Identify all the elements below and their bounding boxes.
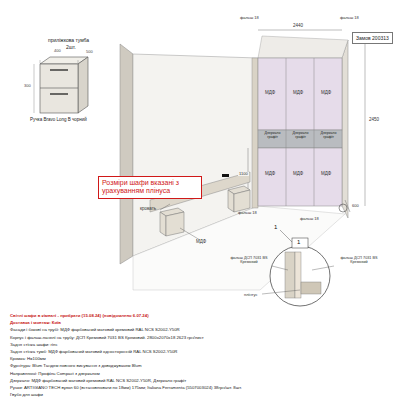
spec-line: Задня стінка тумб: МДФ фарбований матови…: [10, 350, 177, 355]
mirror-label: Дзеркало графіт: [316, 132, 341, 140]
quantity-text: 2шт.: [66, 45, 76, 51]
handle-note: Ручка Bravo Long B чорний: [30, 118, 87, 123]
spec-line: Фурнітура: Blum Тандем повного висування…: [10, 364, 142, 369]
panel-label: МДФ: [196, 240, 206, 245]
dimension-label: 600: [352, 204, 359, 208]
plinth-label: плінтус: [244, 293, 257, 297]
callout-number: 1: [297, 239, 300, 246]
spec-line: Задня стінка шафи: гіпс: [10, 343, 58, 348]
mirror-label: Дзеркало графіт: [260, 132, 285, 140]
spec-line: Світлі шафи в кімнаті - прибрати (15.08.…: [10, 314, 149, 319]
spec-line: Направляючі: Профіль Compact з дзеркалом: [10, 372, 100, 377]
spec-line: Корпус і фальш-панелі на трубу: ДСП Крем…: [10, 336, 204, 341]
dimension-label: фальш 18: [238, 211, 257, 215]
spec-line: Доставка і монтаж: Київ: [10, 321, 61, 326]
dimension-label: фальш 18: [240, 16, 259, 20]
dimension-label: фальш 18: [300, 217, 319, 221]
dimension-label: 2440: [292, 24, 304, 29]
spec-line: Ручки: ARTIGIANO TECH вузол 60 (встановл…: [10, 386, 242, 391]
spec-line: Кромка: Н=100мм: [10, 357, 46, 362]
node-text: Розміри шафи вказані з урахуванням пліну…: [102, 179, 198, 196]
material-label: фальш ДСП 7031 BS Кремовий: [336, 256, 382, 264]
spec-line: Дзеркало: МДФ фарбований матовий кремови…: [10, 379, 186, 384]
dimension-label: 300: [24, 84, 31, 88]
panel-label: МДФ: [293, 91, 303, 96]
spec-line: Гвубо для шафи: [10, 393, 43, 398]
bed-label: кровать: [140, 207, 156, 212]
panel-label: МДФ: [321, 91, 331, 96]
node-text: Замов 200313: [356, 35, 389, 41]
panel-label: МДФ: [321, 172, 331, 177]
material-label: фальш ДСП 7031 BS Кремовий: [226, 256, 272, 264]
order-number-box: Замов 200313: [352, 32, 393, 44]
dimension-label: 2450: [368, 118, 380, 123]
mirror-label: Дзеркало графіт: [288, 132, 313, 140]
dimension-label: фальш 18: [340, 16, 359, 20]
dimension-label: 400: [54, 49, 61, 53]
note-box: Розміри шафи вказані з урахуванням пліну…: [98, 176, 202, 199]
title-text: приліжкова тумба: [48, 38, 89, 44]
dimension-label: 500: [86, 50, 93, 54]
callout-number: 1: [274, 224, 277, 231]
spec-line: Фасади і бокові на трубі: МДФ фарбований…: [10, 328, 180, 333]
panel-label: МДФ: [265, 91, 275, 96]
panel-label: МДФ: [293, 172, 303, 177]
dimension-label: 1100: [238, 172, 249, 176]
panel-label: МДФ: [265, 172, 275, 177]
